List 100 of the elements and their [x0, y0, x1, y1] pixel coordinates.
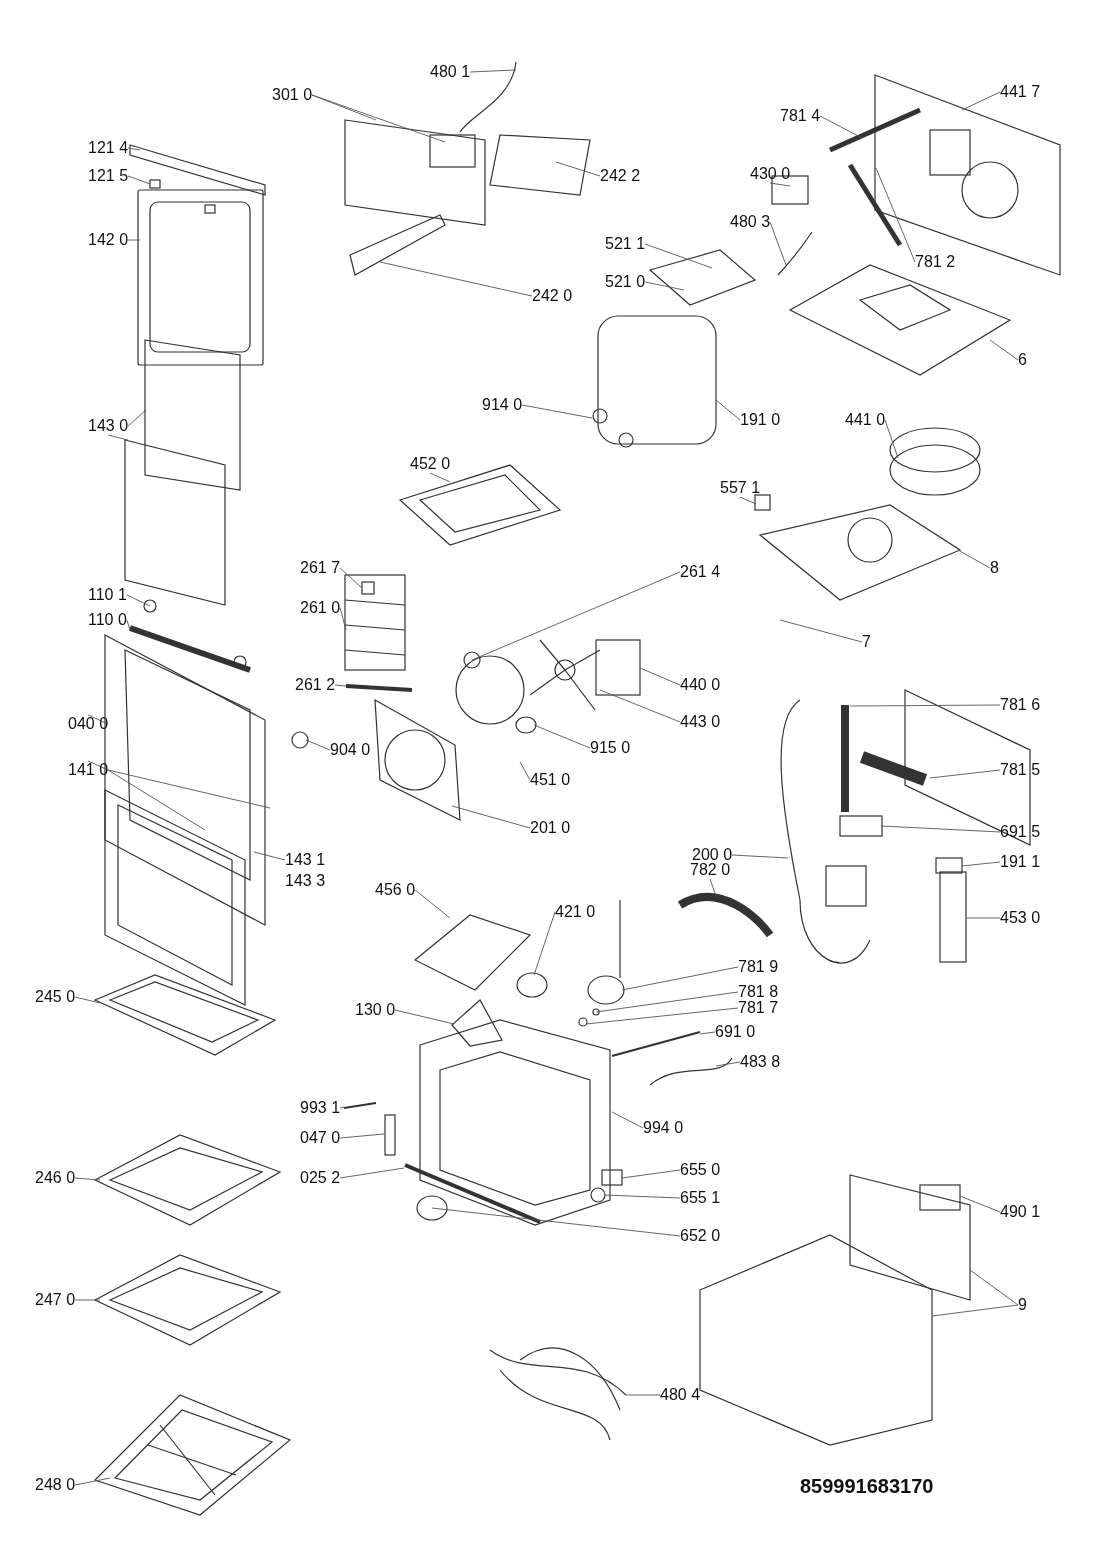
callout-number: 440 0: [680, 676, 721, 694]
leader-line: [74, 1477, 111, 1486]
callout-number: 915 0: [590, 739, 631, 757]
leader-line: [644, 281, 685, 291]
leader-line: [126, 594, 151, 607]
leader-line: [595, 991, 739, 1013]
leader-line: [644, 243, 713, 269]
leader-line: [585, 1007, 739, 1025]
leader-line: [621, 966, 739, 991]
callout-number: 441 0: [845, 411, 886, 429]
leader-line: [957, 549, 991, 569]
leader-line: [884, 419, 899, 459]
callout-number: 261 4: [680, 563, 721, 581]
callout-number: 142 0: [88, 231, 129, 249]
callout-number: 191 1: [1000, 853, 1041, 871]
callout-number: 443 0: [680, 713, 721, 731]
leader-line: [769, 221, 787, 266]
callout-number: 200 0: [692, 846, 733, 864]
callout-number: 480 1: [430, 63, 471, 81]
callout-number: 6: [1018, 351, 1027, 369]
leader-line: [603, 1194, 681, 1199]
callout-number: 143 3: [285, 872, 326, 890]
callout-number: 191 0: [740, 411, 781, 429]
callout-number: 456 0: [375, 881, 416, 899]
leader-line: [339, 1133, 385, 1139]
leader-line: [87, 714, 109, 725]
leader-line: [429, 472, 451, 483]
callout-number: 451 0: [530, 771, 571, 789]
callout-number: 904 0: [330, 741, 371, 759]
callout-number: 8: [990, 559, 999, 577]
leader-line: [127, 175, 151, 185]
callout-number: 247 0: [35, 1291, 76, 1309]
leader-line: [87, 760, 109, 771]
callout-number: 421 0: [555, 903, 596, 921]
callout-number: 261 7: [300, 559, 341, 577]
callout-number: 994 0: [643, 1119, 684, 1137]
callout-number: 130 0: [355, 1001, 396, 1019]
callout-number: 248 0: [35, 1476, 76, 1494]
leader-line: [969, 1269, 1019, 1306]
leader-line: [519, 761, 531, 781]
callout-number: 557 1: [720, 479, 761, 497]
callout-number: 655 1: [680, 1189, 721, 1207]
callout-number: 993 1: [300, 1099, 341, 1117]
leader-line: [305, 739, 331, 751]
callout-number: 480 4: [660, 1386, 701, 1404]
callout-number: 143 1: [285, 851, 326, 869]
callout-number: 040 0: [68, 715, 109, 733]
callout-number: 691 5: [1000, 823, 1041, 841]
leader-line: [339, 1167, 405, 1179]
callout-number: 121 5: [88, 167, 129, 185]
leader-line: [414, 889, 451, 919]
leader-line: [74, 996, 101, 1004]
leader-line: [699, 1031, 716, 1035]
leader-line: [715, 399, 741, 421]
part-number: 859991683170: [800, 1475, 934, 1498]
callout-number: 453 0: [1000, 909, 1041, 927]
callout-number: 430 0: [750, 165, 791, 183]
callout-number: 047 0: [300, 1129, 341, 1147]
leader-line: [709, 878, 717, 897]
callout-number: 245 0: [35, 988, 76, 1006]
leader-line: [961, 861, 1001, 867]
callout-number: 201 0: [530, 819, 571, 837]
callout-number: 781 8: [738, 983, 779, 1001]
leader-line: [127, 409, 147, 427]
callout-number: 452 0: [410, 455, 451, 473]
callout-number: 521 0: [605, 273, 646, 291]
callout-number: 652 0: [680, 1227, 721, 1245]
leader-line: [253, 851, 286, 861]
leader-line: [769, 182, 791, 187]
callout-number: 781 2: [915, 253, 956, 271]
leader-line: [819, 115, 863, 139]
leader-line: [74, 1299, 101, 1301]
leader-line: [715, 1061, 741, 1067]
leader-line: [875, 167, 916, 263]
leader-line: [965, 917, 1001, 919]
leader-line: [881, 825, 1001, 833]
callout-number: 691 0: [715, 1023, 756, 1041]
leader-line: [611, 1111, 644, 1129]
callout-number: 914 0: [482, 396, 523, 414]
leader-line: [849, 704, 1001, 707]
leader-line: [311, 94, 446, 143]
leader-line: [929, 769, 1001, 779]
leader-line: [931, 1304, 1019, 1317]
callout-number: 781 9: [738, 958, 779, 976]
leader-line: [555, 161, 601, 177]
callout-number: 025 2: [300, 1169, 341, 1187]
leader-line: [339, 607, 347, 631]
callout-number: 9: [1018, 1296, 1027, 1314]
leader-line: [533, 724, 591, 749]
leader-line: [126, 619, 131, 631]
callout-number: 441 7: [1000, 83, 1041, 101]
leader-line: [107, 769, 206, 831]
callout-number: 781 5: [1000, 761, 1041, 779]
callout-number: 143 0: [88, 417, 129, 435]
leader-line: [533, 911, 556, 976]
callout-number: 261 0: [300, 599, 341, 617]
leader-line: [625, 1394, 661, 1396]
leader-line: [334, 684, 347, 687]
callout-number: 110 0: [88, 611, 127, 629]
callout-number: 7: [862, 633, 871, 651]
